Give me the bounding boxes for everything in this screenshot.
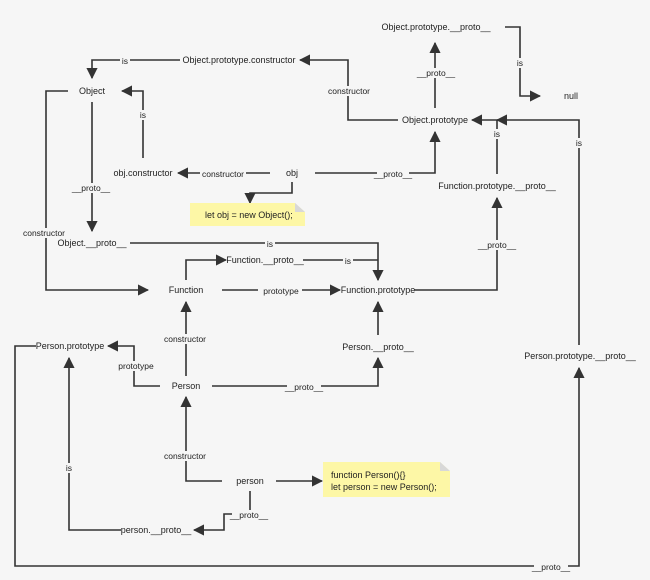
- edge-person-instance-constructor: [180, 395, 222, 482]
- node-null: null: [564, 91, 578, 101]
- label-proto-obj: __proto__: [373, 169, 413, 179]
- edge-object-constructor: [45, 90, 150, 296]
- node-person-prototype: Person.prototype: [36, 341, 105, 351]
- edge-obj-constructor-is-object: [120, 85, 144, 158]
- node-function-prototype: Function.prototype: [341, 285, 416, 295]
- label-constructor-function: constructor: [164, 334, 206, 344]
- label-proto-object: __proto__: [71, 183, 111, 193]
- label-is-object: is: [122, 56, 128, 66]
- edge-object-proto-is-function-prototype: [130, 242, 384, 282]
- node-function-dunder-proto: Function.__proto__: [226, 255, 305, 265]
- label-is-function-prototype: is: [267, 239, 273, 249]
- edge-function-proto: [185, 254, 228, 280]
- node-function: Function: [169, 285, 204, 295]
- node-object-prototype: Object.prototype: [402, 115, 468, 125]
- label-constructor-person: constructor: [164, 451, 206, 461]
- nodes: Object.prototype.__proto__ null Object.p…: [36, 22, 637, 535]
- edge-person-proto-is-person-prototype: [63, 356, 121, 531]
- label-is-null: is: [517, 58, 523, 68]
- obj-note: let obj = new Object();: [190, 203, 305, 226]
- node-person-dunder-proto: Person.__proto__: [342, 342, 415, 352]
- node-person-prototype-proto: Person.prototype.__proto__: [524, 351, 637, 361]
- node-obj: obj: [286, 168, 298, 178]
- label-is-object-prototype-fn: is: [494, 129, 500, 139]
- label-prototype-person: prototype: [118, 361, 154, 371]
- label-proto-function-prototype: __proto__: [477, 240, 517, 250]
- edge-constructor-is-object: [86, 59, 180, 80]
- node-object: Object: [79, 86, 106, 96]
- node-person-instance-proto: person.__proto__: [121, 525, 193, 535]
- edge-person-instance-proto: [192, 491, 251, 536]
- label-constructor-object: constructor: [23, 228, 65, 238]
- node-obj-constructor: obj.constructor: [113, 168, 172, 178]
- edges: [14, 26, 585, 567]
- label-proto-person-class: __proto__: [284, 382, 324, 392]
- label-is-function-proto: is: [345, 256, 351, 266]
- edge-labels: __proto__ is constructor is is construct…: [20, 56, 584, 572]
- edge-obj-proto: [315, 130, 441, 174]
- label-constructor-obj: constructor: [202, 169, 244, 179]
- edge-person-class-proto: [212, 356, 384, 387]
- label-constructor-object-proto: constructor: [328, 86, 370, 96]
- label-is-person-prototype: is: [66, 463, 72, 473]
- obj-note-text: let obj = new Object();: [205, 210, 293, 220]
- label-is-object-prototype-person: is: [576, 138, 582, 148]
- node-person-class: Person: [172, 381, 201, 391]
- person-note: function Person(){} let person = new Per…: [323, 462, 450, 497]
- label-proto-object-prototype: __proto__: [416, 68, 456, 78]
- label-proto-person-prototype: __proto__: [531, 562, 571, 572]
- label-prototype-function: prototype: [263, 286, 299, 296]
- node-function-prototype-proto: Function.prototype.__proto__: [438, 181, 557, 191]
- node-object-prototype-proto: Object.prototype.__proto__: [381, 22, 491, 32]
- person-note-line1: function Person(){}: [331, 470, 406, 480]
- edge-person-prototype-proto: [14, 345, 585, 567]
- edge-ppp-is-object-prototype: [495, 114, 580, 345]
- label-proto-person-instance: __proto__: [229, 510, 269, 520]
- node-object-prototype-constructor: Object.prototype.constructor: [182, 55, 295, 65]
- label-is-obj-constructor: is: [140, 110, 146, 120]
- node-object-dunder-proto: Object.__proto__: [57, 238, 127, 248]
- node-person-instance: person: [236, 476, 264, 486]
- edge-obj-note: [244, 182, 293, 205]
- edge-function-prototype-proto: [414, 196, 503, 291]
- person-note-line2: let person = new Person();: [331, 482, 437, 492]
